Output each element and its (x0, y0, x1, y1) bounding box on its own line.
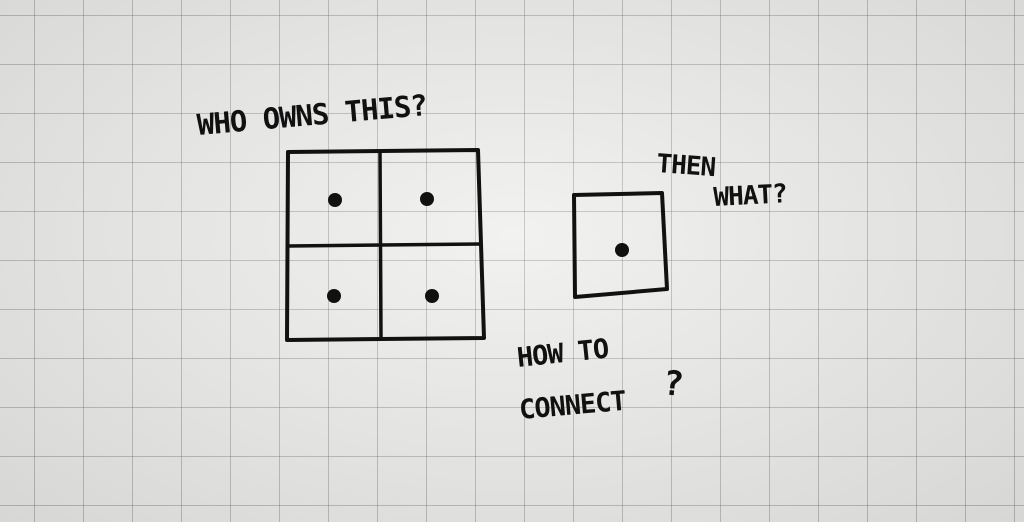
cell-dot-top-left (328, 193, 342, 207)
label-connect: CONNECT (518, 386, 628, 426)
large-square-outline (285, 148, 486, 342)
small-square-dot (615, 243, 629, 257)
label-then: THEN (656, 149, 717, 183)
cell-dot-bottom-right (425, 289, 439, 303)
small-single-square (572, 191, 669, 299)
cell-dot-bottom-left (327, 289, 341, 303)
small-square-outline (572, 191, 669, 299)
label-who-owns-this: WHO OWNS THIS? (196, 88, 429, 142)
cell-dot-top-right (420, 192, 434, 206)
large-square-horizontal-divider (286, 242, 482, 248)
label-question-mark: ? (661, 363, 685, 405)
label-what: WHAT? (713, 179, 788, 213)
large-four-cell-square (285, 148, 486, 342)
label-how-to: HOW TO (515, 333, 610, 373)
